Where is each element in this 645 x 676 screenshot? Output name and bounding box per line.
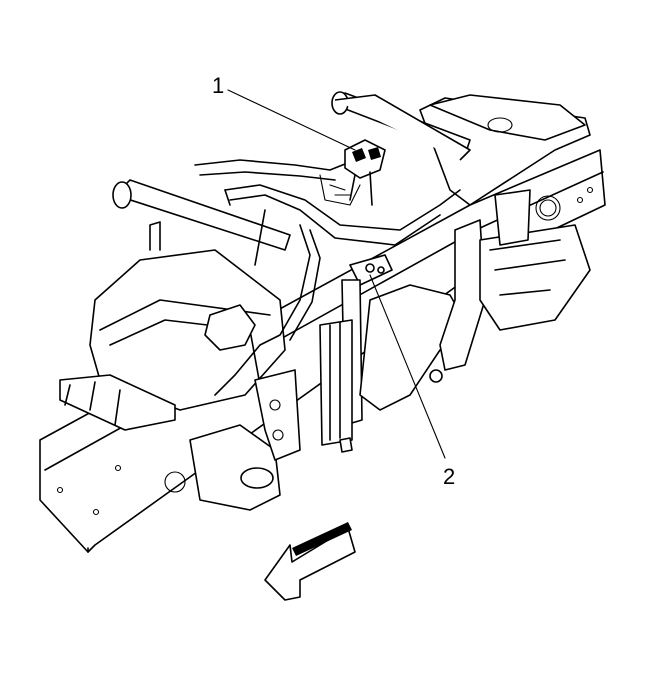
callout-1-leader: [227, 89, 356, 151]
callout-2-leader: [369, 274, 446, 459]
fuel-tank: [59, 221, 286, 431]
frame-bracket: [189, 369, 301, 511]
valve-assembly: [344, 139, 386, 206]
callout-1-label: 1: [212, 73, 225, 98]
wiring-harness: [194, 159, 461, 396]
callout-2-label: 2: [443, 464, 456, 489]
mounting-bracket: [319, 254, 393, 453]
direction-arrow-icon: [264, 522, 356, 601]
cross-members: [112, 91, 471, 251]
rear-frame-rail: [419, 94, 591, 206]
